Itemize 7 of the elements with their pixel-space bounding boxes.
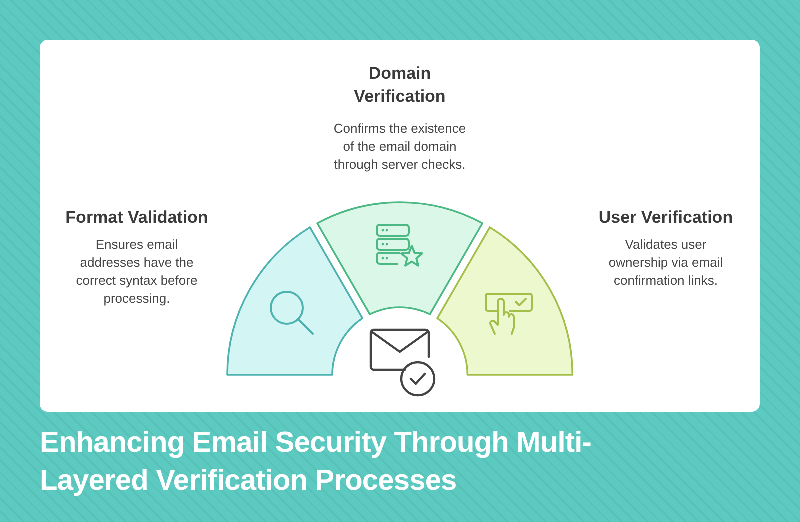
page-title: Enhancing Email Security Through Multi-Layered Verification Processes: [40, 426, 593, 499]
segment-heading: Domain Verification: [353, 63, 447, 108]
segment-description: Confirms the existence of the email domain through server checks.: [332, 120, 468, 174]
segment-heading: Format Validation: [64, 207, 210, 229]
segment-heading: User Verification: [598, 207, 734, 229]
segment-description: Ensures email addresses have the correct syntax before processing.: [75, 236, 199, 308]
segment-description: Validates user ownership via email confirmation links.: [608, 236, 724, 290]
